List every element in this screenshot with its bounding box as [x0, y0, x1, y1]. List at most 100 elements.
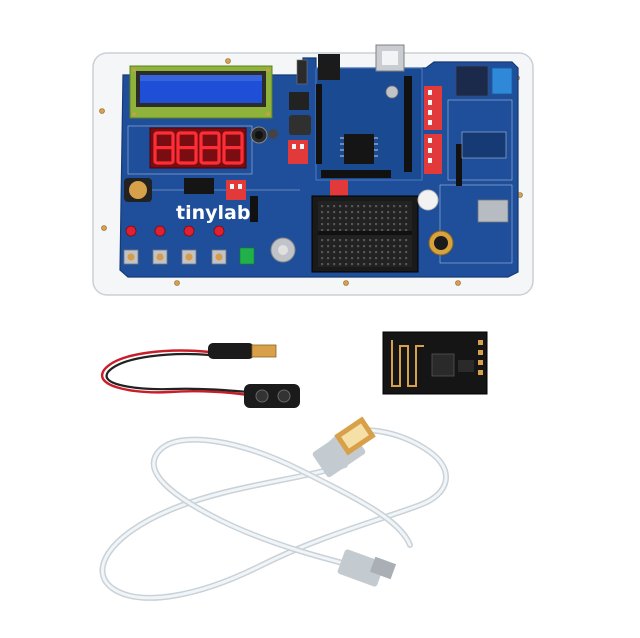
usb-b-connector: [337, 549, 397, 587]
breadboard-hole: [381, 257, 384, 260]
breadboard-hole: [363, 251, 366, 254]
breadboard-hole: [399, 223, 402, 226]
breadboard-hole: [357, 205, 360, 208]
bluetooth-header: [461, 131, 507, 159]
breadboard-hole: [375, 217, 378, 220]
breadboard-hole: [369, 223, 372, 226]
breadboard-hole: [375, 257, 378, 260]
breadboard-hole: [405, 211, 408, 214]
breadboard-hole: [321, 229, 324, 232]
buzzer: [268, 129, 278, 139]
breadboard-hole: [321, 211, 324, 214]
breadboard-hole: [345, 251, 348, 254]
breadboard-hole: [345, 205, 348, 208]
breadboard-hole: [381, 205, 384, 208]
breadboard-hole: [327, 251, 330, 254]
breadboard-hole: [393, 257, 396, 260]
potentiometer-knob: [428, 230, 454, 256]
seven-segment-display: [149, 127, 247, 169]
microcontroller-chip: [340, 134, 378, 164]
battery-snap-cable: [100, 343, 300, 408]
breadboard-hole: [327, 239, 330, 242]
breadboard-hole: [405, 239, 408, 242]
breadboard-hole: [363, 257, 366, 260]
board-brand-logo: tinylab: [176, 202, 250, 224]
breadboard-hole: [387, 217, 390, 220]
breadboard-hole: [339, 211, 342, 214]
breadboard-hole: [399, 263, 402, 266]
breadboard-hole: [363, 223, 366, 226]
breadboard-hole: [375, 251, 378, 254]
breadboard-hole: [387, 229, 390, 232]
capacitor: [250, 126, 268, 144]
breadboard-hole: [327, 229, 330, 232]
breadboard-hole: [357, 251, 360, 254]
breadboard-hole: [387, 205, 390, 208]
breadboard-hole: [345, 245, 348, 248]
breadboard-hole: [357, 223, 360, 226]
breadboard-hole: [333, 239, 336, 242]
breadboard-hole: [393, 245, 396, 248]
breadboard-hole: [351, 239, 354, 242]
breadboard-hole: [363, 239, 366, 242]
breadboard-hole: [369, 205, 372, 208]
breadboard-hole: [381, 251, 384, 254]
relay: [455, 65, 489, 97]
breadboard-hole: [345, 257, 348, 260]
breadboard-hole: [363, 211, 366, 214]
voltage-regulator: [289, 92, 309, 110]
breadboard-hole: [399, 257, 402, 260]
breadboard-hole: [381, 229, 384, 232]
breadboard-hole: [393, 229, 396, 232]
breadboard-hole: [339, 223, 342, 226]
breadboard-hole: [345, 239, 348, 242]
breadboard-hole: [321, 263, 324, 266]
pcb-antenna-trace: [391, 340, 424, 387]
breadboard-hole: [369, 211, 372, 214]
breadboard-hole: [405, 257, 408, 260]
breadboard-hole: [345, 223, 348, 226]
breadboard-hole: [405, 229, 408, 232]
breadboard-hole: [369, 229, 372, 232]
breadboard-hole: [381, 239, 384, 242]
breadboard-hole: [351, 251, 354, 254]
led-row: [125, 225, 225, 237]
breadboard-hole: [399, 217, 402, 220]
mini-breadboard: [311, 195, 419, 273]
breadboard-hole: [399, 239, 402, 242]
breadboard-hole: [327, 257, 330, 260]
breadboard-hole: [369, 239, 372, 242]
breadboard-hole: [339, 217, 342, 220]
breadboard-hole: [327, 223, 330, 226]
breadboard-hole: [333, 223, 336, 226]
dip-switches: [226, 86, 442, 200]
breadboard-hole: [363, 263, 366, 266]
light-sensor: [417, 189, 439, 211]
breadboard-hole: [357, 217, 360, 220]
esp8266-wifi-module: [382, 331, 488, 395]
lcd-display: [129, 65, 273, 119]
breadboard-hole: [357, 211, 360, 214]
breadboard-hole: [375, 229, 378, 232]
breadboard-hole: [387, 239, 390, 242]
breadboard-hole: [333, 257, 336, 260]
breadboard-hole: [381, 211, 384, 214]
breadboard-hole: [399, 211, 402, 214]
breadboard-hole: [333, 211, 336, 214]
coin-battery: [129, 181, 147, 199]
breadboard-hole: [339, 205, 342, 208]
breadboard-hole: [351, 257, 354, 260]
joystick: [270, 237, 296, 263]
breadboard-hole: [387, 257, 390, 260]
power-switch: [296, 59, 308, 85]
breadboard-hole: [375, 245, 378, 248]
breadboard-hole: [357, 245, 360, 248]
breadboard-hole: [351, 205, 354, 208]
breadboard-hole: [381, 217, 384, 220]
breadboard-hole: [405, 245, 408, 248]
breadboard-hole: [369, 263, 372, 266]
breadboard-hole: [363, 245, 366, 248]
crystal-oscillator: [385, 85, 399, 99]
breadboard-hole: [375, 223, 378, 226]
breadboard-hole: [405, 251, 408, 254]
